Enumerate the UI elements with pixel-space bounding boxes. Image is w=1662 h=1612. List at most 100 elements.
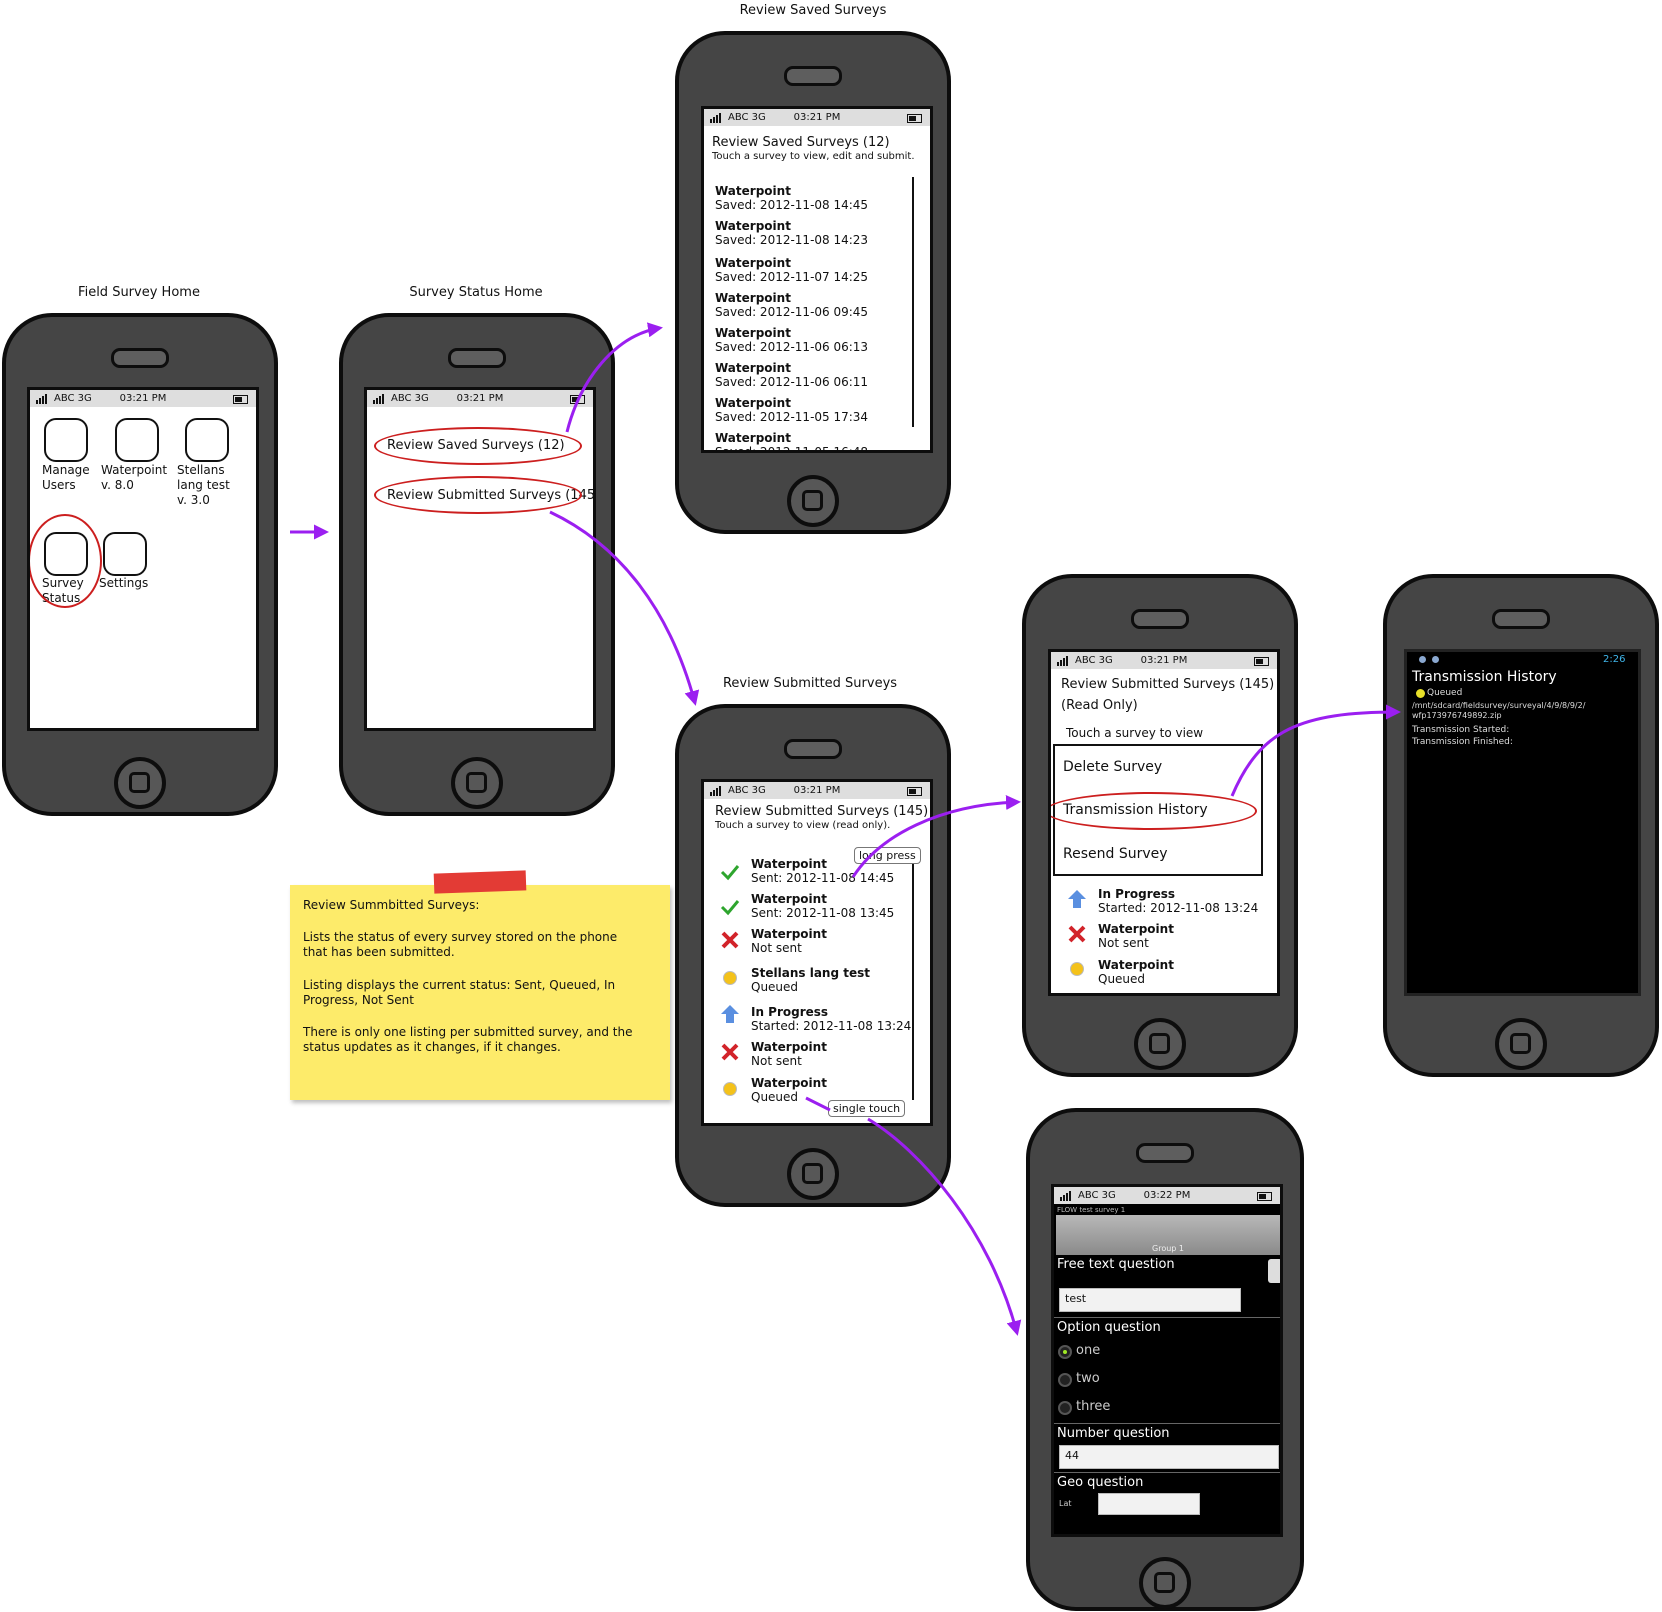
free-text-input[interactable]: test [1059, 1288, 1241, 1312]
phone-survey-form: ABC 3G 03:22 PM FLOW test survey 1 Group… [1026, 1108, 1304, 1611]
scrollbar[interactable] [912, 177, 914, 427]
clock: 03:21 PM [1140, 655, 1188, 666]
status-bar: ABC 3G 03:21 PM [704, 109, 930, 126]
screen-title: Review Submitted Surveys (145) [715, 804, 929, 819]
screen-title: Review Saved Surveys (12) [712, 135, 890, 150]
help-button[interactable] [1268, 1259, 1280, 1283]
upload-icon [721, 1005, 739, 1023]
radio-two[interactable] [1058, 1373, 1072, 1387]
home-button[interactable] [114, 757, 166, 809]
lat-label: Lat [1059, 1499, 1072, 1508]
speaker [784, 739, 842, 759]
caption-review-saved-surveys: Review Saved Surveys [739, 3, 887, 18]
number-input[interactable]: 44 [1059, 1445, 1279, 1469]
screen-context-menu: ABC 3G 03:21 PM Review Submitted Surveys… [1048, 649, 1280, 996]
survey-name: FLOW test survey 1 [1057, 1206, 1126, 1214]
home-button[interactable] [1495, 1018, 1547, 1070]
home-button[interactable] [1139, 1557, 1191, 1609]
resend-survey-menu-item[interactable]: Resend Survey [1063, 846, 1168, 862]
x-icon [1068, 925, 1086, 943]
speaker [784, 66, 842, 86]
stellans-app-icon[interactable] [185, 418, 229, 462]
speaker [111, 348, 169, 368]
lat-input[interactable] [1098, 1493, 1200, 1515]
signal-icon [373, 394, 387, 404]
stellans-label: Stellans lang test v. 3.0 [177, 463, 230, 507]
upload-icon [1068, 890, 1086, 908]
queued-icon [720, 1079, 740, 1099]
arrow-longpress-to-menu [851, 794, 1021, 878]
signal-icon [710, 786, 724, 796]
carrier-label: ABC 3G [1075, 655, 1113, 666]
single-touch-pointer [805, 1096, 831, 1112]
check-icon [720, 900, 740, 916]
divider [1054, 1317, 1280, 1318]
home-button[interactable] [787, 1148, 839, 1200]
queued-icon [1067, 959, 1087, 979]
caption-field-survey-home: Field Survey Home [78, 285, 200, 300]
speaker [1131, 609, 1189, 629]
settings-label: Settings [99, 576, 149, 590]
notification-icon [1432, 656, 1439, 663]
radio-one-label: one [1076, 1343, 1101, 1358]
transmission-history-highlight [1051, 792, 1257, 830]
status-label: Queued [1427, 688, 1463, 698]
clock: 03:21 PM [119, 393, 167, 404]
note-paragraph: Listing displays the current status: Sen… [303, 978, 616, 1007]
saved-link-highlight [374, 427, 582, 465]
scrollbar[interactable] [912, 850, 914, 1100]
screen-field-survey-home: ABC 3G 03:21 PM Manage Users Waterpoint … [27, 387, 259, 731]
check-icon [720, 865, 740, 881]
home-button[interactable] [451, 757, 503, 809]
battery-icon [907, 787, 922, 796]
manage-users-app-icon[interactable] [44, 418, 88, 462]
phone-field-survey-home: ABC 3G 03:21 PM Manage Users Waterpoint … [2, 313, 278, 816]
option-question-label: Option question [1057, 1320, 1161, 1335]
status-bar: ABC 3G 03:22 PM [1054, 1187, 1280, 1204]
status-bar: ABC 3G 03:21 PM [1051, 652, 1277, 669]
radio-one[interactable] [1058, 1345, 1072, 1359]
x-icon [721, 1043, 739, 1061]
transmission-finished: Transmission Finished: [1412, 737, 1513, 747]
home-button[interactable] [787, 475, 839, 527]
sticky-note: Review Summbitted Surveys: Lists the sta… [290, 885, 670, 1100]
note-paragraph: Lists the status of every survey stored … [303, 930, 618, 959]
signal-icon [1057, 656, 1071, 666]
speaker [1136, 1143, 1194, 1163]
settings-app-icon[interactable] [103, 532, 147, 576]
radio-three[interactable] [1058, 1401, 1072, 1415]
arrow-touch-to-form [867, 1117, 1022, 1336]
group-tab[interactable]: Group 1 [1056, 1215, 1280, 1255]
survey-status-highlight [30, 514, 102, 608]
divider [1054, 1423, 1280, 1424]
delete-survey-menu-item[interactable]: Delete Survey [1063, 759, 1163, 775]
arrow-menu-to-history [1230, 704, 1401, 797]
battery-icon [233, 395, 248, 404]
clock: 03:21 PM [456, 393, 504, 404]
phone-review-submitted-surveys: ABC 3G 03:21 PM Review Submitted Surveys… [675, 704, 951, 1207]
geo-question-label: Geo question [1057, 1475, 1144, 1490]
waterpoint-app-icon[interactable] [115, 418, 159, 462]
single-touch-tooltip: single touch [828, 1100, 906, 1117]
signal-icon [1060, 1191, 1074, 1201]
home-button[interactable] [1134, 1018, 1186, 1070]
note-paragraph: There is only one listing per submitted … [303, 1025, 633, 1054]
